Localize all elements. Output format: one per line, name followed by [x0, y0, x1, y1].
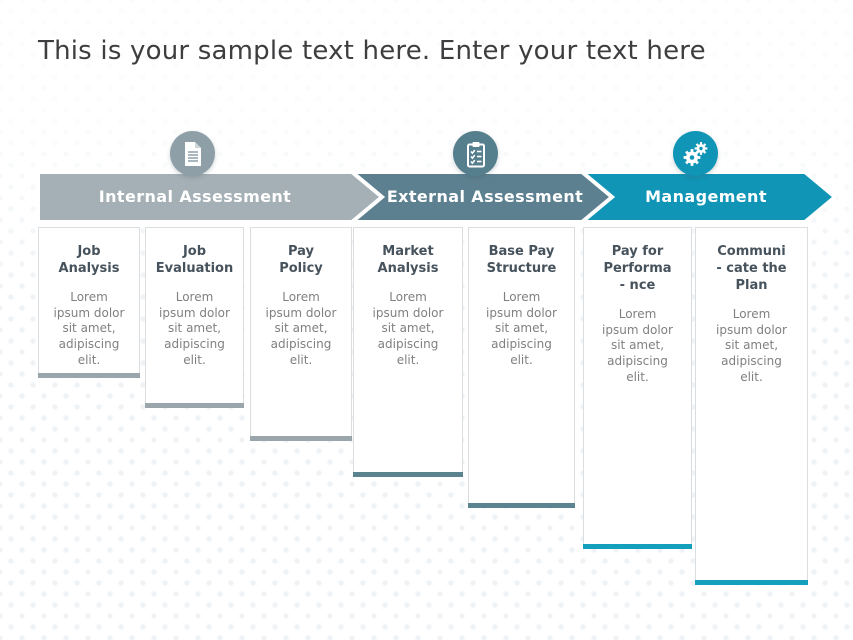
- card-pay-for-performance: Pay for Performa - nce Lorem ipsum dolor…: [583, 227, 692, 549]
- card-base-pay-structure: Base Pay Structure Lorem ipsum dolor sit…: [468, 227, 575, 508]
- card-accent-bar: [250, 436, 352, 441]
- process-banner: [36, 170, 839, 224]
- card-title: Job Analysis: [58, 244, 120, 276]
- card-accent-bar: [353, 472, 463, 477]
- card-body-text: Lorem ipsum dolor sit amet, adipiscing e…: [716, 306, 787, 384]
- stage-label-internal-assessment: Internal Assessment: [98, 187, 292, 206]
- card-body-text: Lorem ipsum dolor sit amet, adipiscing e…: [159, 289, 230, 368]
- clipboard-icon: [453, 131, 498, 176]
- card-title: Pay for Performa - nce: [603, 244, 672, 293]
- card-accent-bar: [38, 373, 140, 378]
- card-communicate-the-plan: Communi - cate the Plan Lorem ipsum dolo…: [695, 227, 808, 585]
- card-body-text: Lorem ipsum dolor sit amet, adipiscing e…: [486, 289, 557, 368]
- card-title: Pay Policy: [279, 244, 323, 276]
- slide-title: This is your sample text here. Enter you…: [38, 36, 706, 66]
- document-icon: [170, 131, 215, 176]
- card-title: Base Pay Structure: [486, 244, 557, 276]
- card-body-text: Lorem ipsum dolor sit amet, adipiscing e…: [53, 289, 125, 368]
- card-title: Communi - cate the Plan: [716, 244, 787, 293]
- card-job-evaluation: Job Evaluation Lorem ipsum dolor sit ame…: [145, 227, 244, 408]
- gears-icon: [673, 131, 718, 176]
- card-title: Market Analysis: [377, 244, 439, 276]
- stage-label-external-assessment: External Assessment: [386, 187, 584, 206]
- card-body-text: Lorem ipsum dolor sit amet, adipiscing e…: [372, 289, 444, 368]
- card-title: Job Evaluation: [155, 244, 234, 276]
- arrow-internal-assessment: [36, 170, 386, 224]
- card-accent-bar: [145, 403, 244, 408]
- card-pay-policy: Pay Policy Lorem ipsum dolor sit amet, a…: [250, 227, 352, 441]
- stage-label-management: Management: [645, 187, 767, 206]
- card-market-analysis: Market Analysis Lorem ipsum dolor sit am…: [353, 227, 463, 477]
- card-accent-bar: [468, 503, 575, 508]
- card-body-text: Lorem ipsum dolor sit amet, adipiscing e…: [602, 306, 673, 384]
- card-body-text: Lorem ipsum dolor sit amet, adipiscing e…: [265, 289, 337, 368]
- card-job-analysis: Job Analysis Lorem ipsum dolor sit amet,…: [38, 227, 140, 378]
- card-accent-bar: [583, 544, 692, 549]
- card-accent-bar: [695, 580, 808, 585]
